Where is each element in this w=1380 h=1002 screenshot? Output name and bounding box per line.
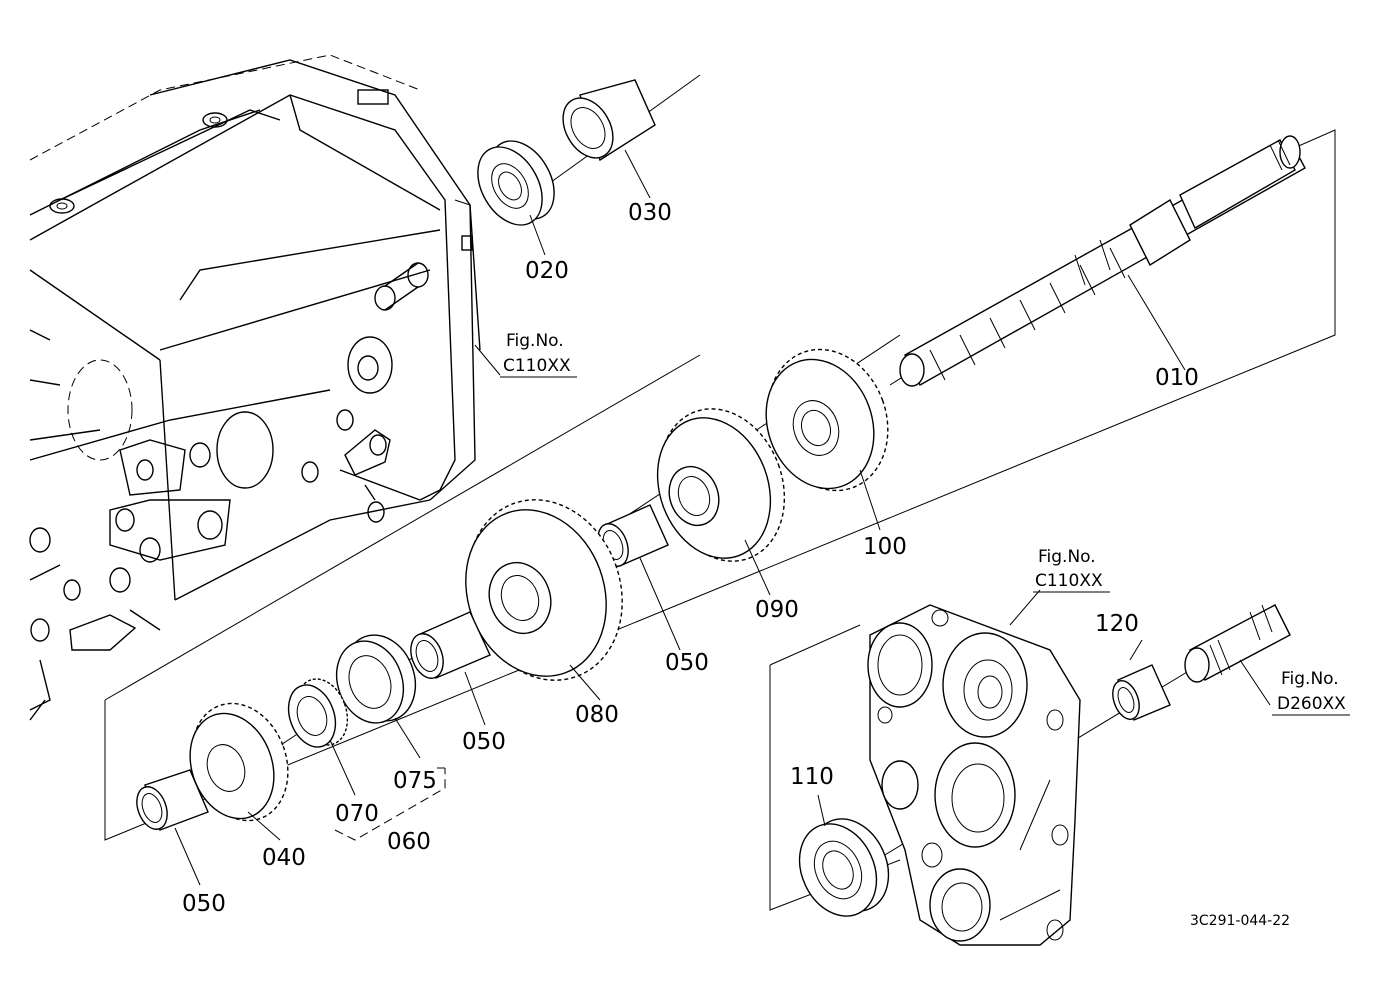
part-label-050-lower: 050 [182, 891, 226, 917]
transmission-housing [29, 54, 481, 721]
part-label-080: 080 [575, 702, 619, 728]
part-label-110: 110 [790, 764, 834, 790]
part-label-090: 090 [755, 597, 799, 623]
gear-090 [656, 408, 786, 562]
figure-reference-c110xx-housing: Fig.No. C110XX [500, 331, 577, 378]
needle-bearing-050-c [136, 769, 209, 831]
part-label-010: 010 [1155, 365, 1199, 391]
part-label-075: 075 [393, 768, 437, 794]
gear-080 [465, 499, 623, 681]
part-label-040: 040 [262, 845, 306, 871]
gear-100 [765, 348, 889, 492]
part-label-120: 120 [1095, 611, 1139, 637]
part-label-020: 020 [525, 258, 569, 284]
part-label-050-upper: 050 [665, 650, 709, 676]
bearing-110 [798, 818, 890, 917]
part-label-060: 060 [387, 829, 431, 855]
sleeve-075 [335, 634, 417, 724]
figure-reference-d260xx: Fig.No. D260XX [1272, 669, 1350, 716]
svg-text:D260XX: D260XX [1277, 694, 1346, 714]
part-label-030: 030 [628, 200, 672, 226]
collar-030 [562, 79, 656, 162]
needle-bearing-050-b [410, 611, 491, 679]
splined-shaft-end [1184, 604, 1291, 683]
needle-bearing-120 [1112, 664, 1171, 721]
part-label-070: 070 [335, 801, 379, 827]
svg-text:Fig.No.: Fig.No. [1281, 669, 1339, 689]
part-labels: 010 020 030 040 050 050 050 060 070 075 … [182, 200, 1199, 917]
diagram-code: 3C291-044-22 [1190, 913, 1290, 929]
svg-text:Fig.No.: Fig.No. [1038, 547, 1096, 567]
gear-case-cover [867, 604, 1081, 946]
figure-reference-c110xx-cover: Fig.No. C110XX [1033, 547, 1110, 593]
svg-text:Fig.No.: Fig.No. [506, 331, 564, 351]
leader-lines [174, 149, 1271, 886]
figure-references: Fig.No. C110XX Fig.No. C110XX Fig.No. D2… [500, 331, 1350, 716]
part-label-050-middle: 050 [462, 729, 506, 755]
bearing-020 [477, 140, 555, 226]
hub-070 [287, 678, 349, 748]
part-label-100: 100 [863, 534, 907, 560]
svg-text:C110XX: C110XX [503, 356, 571, 376]
svg-text:C110XX: C110XX [1035, 571, 1103, 591]
gear-040 [189, 702, 289, 822]
shaft-010 [899, 135, 1306, 387]
